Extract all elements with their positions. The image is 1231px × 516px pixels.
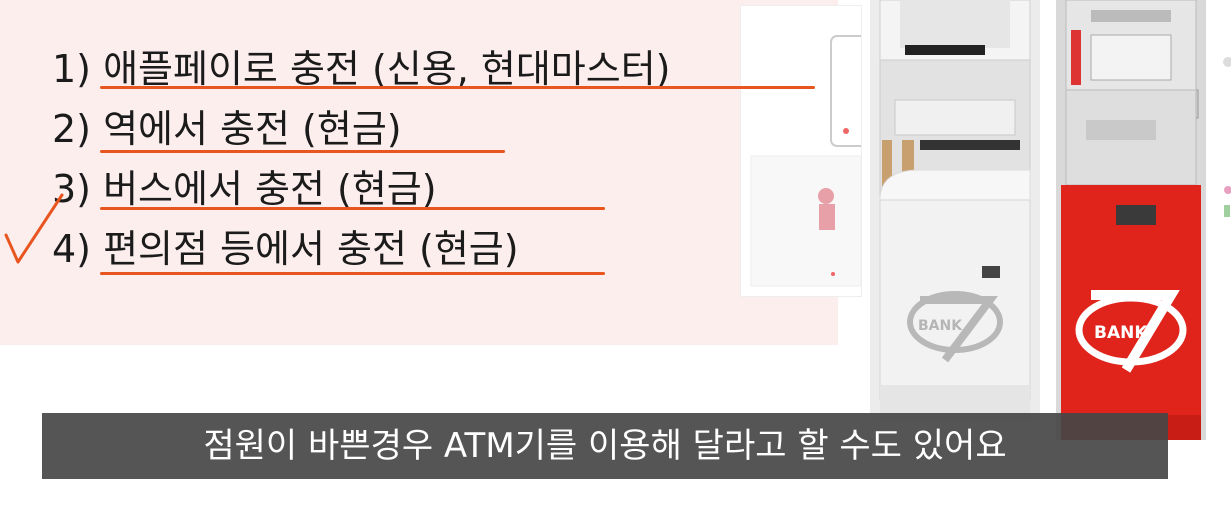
atm-red-image: BANK <box>1056 0 1206 440</box>
background-card <box>740 5 872 297</box>
underline-3 <box>100 207 605 210</box>
underline-1 <box>100 86 815 89</box>
right-edge-fragment <box>1223 57 1231 217</box>
atm-silver-image: BANK <box>870 0 1040 420</box>
list-item-3: 3) 버스에서 충전 (현금) <box>52 167 437 211</box>
atm-right-brand: BANK <box>1094 323 1148 343</box>
atm-left-brand: BANK <box>918 318 963 334</box>
underline-4 <box>100 272 605 275</box>
underline-2 <box>100 150 505 153</box>
list-item-1: 1) 애플페이로 충전 (신용, 현대마스터) <box>52 47 671 91</box>
subtitle-bar: 점원이 바쁜경우 ATM기를 이용해 달라고 할 수도 있어요 <box>42 413 1168 479</box>
slide-panel <box>0 0 838 345</box>
card-illustration <box>750 35 872 287</box>
checkmark-icon <box>4 193 64 264</box>
list-item-2: 2) 역에서 충전 (현금) <box>52 107 402 151</box>
subtitle-text: 점원이 바쁜경우 ATM기를 이용해 달라고 할 수도 있어요 <box>203 426 1007 466</box>
list-item-4: 4) 편의점 등에서 충전 (현금) <box>52 227 519 271</box>
